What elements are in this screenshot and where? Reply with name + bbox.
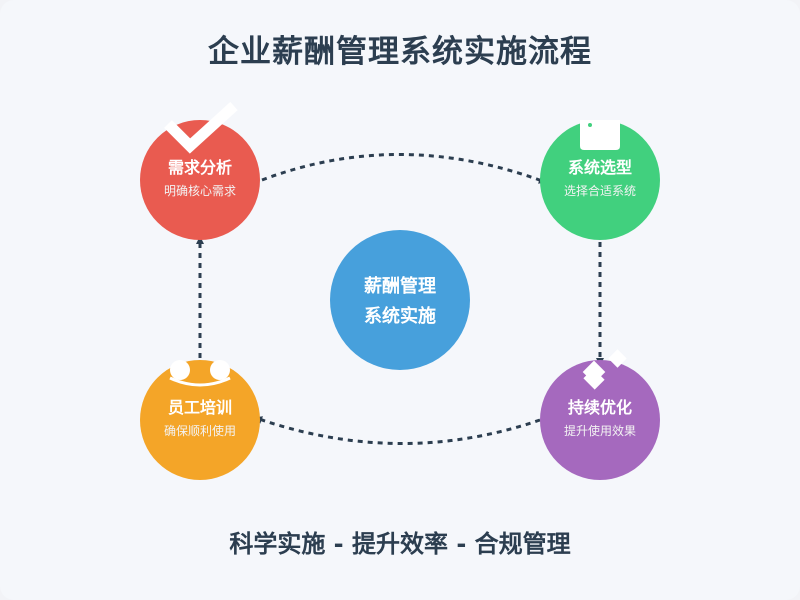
step-desc: 提升使用效果 (563, 424, 636, 438)
step-desc: 确保顺利使用 (163, 424, 236, 438)
step-name: 员工培训 (167, 398, 232, 417)
step-system-selection: 系统选型 选择合适系统 (540, 120, 660, 240)
center-line-1: 薪酬管理 (364, 276, 436, 297)
page-title: 企业薪酬管理系统实施流程 (208, 34, 592, 70)
step-employee-training: 员工培训 确保顺利使用 (140, 360, 260, 480)
step-name: 系统选型 (567, 158, 632, 177)
center-hub: 薪酬管理 系统实施 (330, 230, 470, 370)
arrow-optimize-to-training (254, 416, 541, 445)
step-name: 持续优化 (567, 398, 632, 417)
step-name: 需求分析 (167, 158, 232, 177)
footer-tagline: 科学实施 - 提升效率 - 合规管理 (229, 530, 571, 558)
center-line-2: 系统实施 (364, 306, 436, 327)
step-desc: 选择合适系统 (563, 184, 636, 198)
arrow-analysis-to-selection (261, 153, 547, 184)
step-desc: 明确核心需求 (163, 184, 236, 198)
step-requirements-analysis: 需求分析 明确核心需求 (140, 120, 260, 240)
step-continuous-optimization: 持续优化 提升使用效果 (540, 360, 660, 480)
